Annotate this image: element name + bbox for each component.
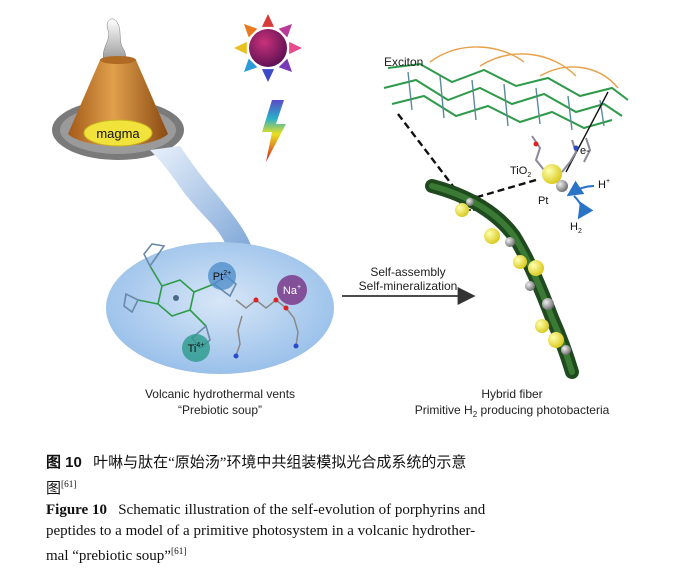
fiber-label-line1: Hybrid fiber [481, 387, 542, 401]
caption-cn: 图 10 叶啉与肽在“原始汤”环境中共组装模拟光合成系统的示意 图[61] [46, 452, 646, 500]
caption-en-line3: mal “prebiotic soup” [46, 548, 171, 564]
caption-en-line1: Schematic illustration of the self-evolu… [118, 502, 486, 518]
tio2-nanoparticle [548, 332, 564, 348]
hplus-label: H+ [598, 178, 610, 191]
caption-en-line2: peptides to a model of a primitive photo… [46, 523, 476, 539]
caption-cn-ref: [61] [61, 480, 77, 490]
pt-nanoparticle [505, 237, 515, 247]
porphyrin-molecule [123, 243, 238, 350]
caption-en-label: Figure 10 [46, 502, 107, 518]
caption-en-ref: [61] [170, 547, 187, 557]
volcano [52, 18, 184, 160]
pt-particle [556, 180, 568, 192]
zoom-line-left [397, 113, 463, 199]
caption-en: Figure 10 Schematic illustration of the … [46, 500, 646, 567]
tio2-label: TiO2 [510, 165, 531, 179]
na-ion-label: Na+ [283, 284, 301, 297]
caption-cn-label: 图 10 [46, 454, 82, 471]
sun-ray [234, 41, 247, 55]
magma-label: magma [96, 126, 140, 141]
caption-cn-text: 叶啉与肽在“原始汤”环境中共组装模拟光合成系统的示意 [93, 455, 467, 471]
arrow-label-line1: Self-assembly [370, 265, 445, 279]
lightning-bolt-icon [262, 100, 286, 162]
pt-label: Pt [538, 195, 548, 207]
sun-ray [289, 41, 302, 55]
pt-nanoparticle [466, 198, 474, 206]
electron-label: e- [580, 145, 590, 157]
vents-label-line1: Volcanic hydrothermal vents [145, 387, 295, 401]
sun-icon [234, 14, 302, 82]
pt-nanoparticle [561, 345, 571, 355]
tio2-nanoparticle [455, 203, 469, 217]
prebiotic-soup-ellipse [106, 242, 334, 374]
pt-nanoparticle [542, 298, 554, 310]
zoom-line-right [473, 178, 537, 200]
h2-arrow [573, 195, 594, 220]
exciton-label: Exciton [384, 55, 423, 69]
arrow-label-line2: Self-mineralization [359, 279, 458, 293]
tio2-nanoparticle [484, 228, 500, 244]
tio2-nanoparticle [513, 255, 527, 269]
diagram-figure: magma Pt2+ Na+ Ti4+ Volcanic hydrotherma… [52, 14, 629, 419]
vents-label-line2: “Prebiotic soup” [178, 403, 262, 417]
tio2-particle [542, 164, 562, 184]
pt-ion-label: Pt2+ [213, 270, 231, 283]
caption-cn-text-cont: 图 [46, 481, 62, 497]
ti-ion-circle [182, 334, 210, 362]
sun-ray [278, 58, 293, 73]
sun-ray [261, 69, 275, 82]
porphyrin-aggregate [383, 46, 629, 173]
pt-nanoparticle [525, 281, 535, 291]
peptide-chain [233, 297, 299, 359]
peptide-strands [531, 135, 592, 173]
sun-ray [243, 58, 258, 73]
sun-ray [243, 23, 258, 38]
hplus-arrow [566, 180, 595, 197]
hybrid-fiber [425, 179, 579, 379]
tio2-nanoparticle [528, 260, 544, 276]
sun-ray [278, 23, 293, 38]
sun-ray [261, 14, 275, 27]
fiber-label-line2: Primitive H2 producing photobacteria [415, 403, 610, 419]
ti-ion-label: Ti4+ [188, 342, 205, 355]
h2-label: H2 [570, 221, 582, 235]
water-stream [150, 146, 252, 248]
tio2-nanoparticle [535, 319, 549, 333]
magma-blob [83, 119, 153, 147]
na-ion-circle [277, 275, 307, 305]
pt-ion-circle [208, 262, 236, 290]
